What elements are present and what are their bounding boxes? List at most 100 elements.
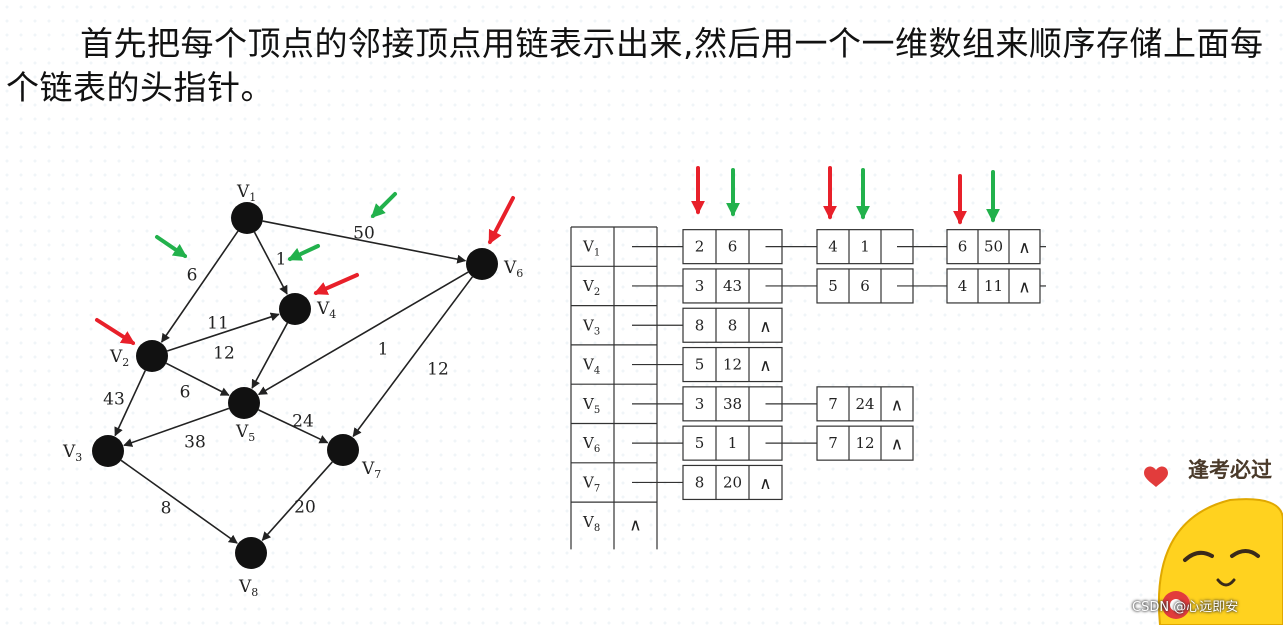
red-arrow-icon: [95, 318, 136, 345]
edge-v5-v7: [258, 409, 329, 444]
vertex-label: V2: [109, 347, 129, 369]
weight-value: 8: [728, 316, 738, 334]
edge-weight-label: 38: [184, 433, 206, 453]
adjvex-value: 2: [695, 238, 705, 256]
edge-v3-v8: [120, 459, 238, 544]
edge-node: 8 8 ∧: [682, 307, 783, 343]
head-vertex-label: V6: [582, 434, 600, 455]
edge-v2-v3: [114, 370, 147, 437]
vertex-v4: [279, 293, 311, 325]
vertex-v5: [228, 387, 260, 419]
null-pointer-symbol: ∧: [759, 356, 771, 376]
head-vertex-label: V5: [582, 395, 600, 416]
null-pointer-symbol: ∧: [891, 395, 903, 415]
edge-v1-v6: [262, 220, 467, 264]
edge-v6-v7: [352, 276, 474, 438]
edge-node: 3 43: [682, 268, 783, 304]
edge-weight-label: 11: [207, 314, 229, 334]
red-arrow-icon: [313, 273, 359, 295]
adjvex-value: 5: [695, 356, 705, 374]
head-vertex-label: V7: [582, 473, 600, 494]
adjvex-value: 3: [695, 277, 705, 295]
adjvex-value: 5: [828, 277, 838, 295]
null-pointer-symbol: ∧: [759, 317, 771, 337]
head-vertex-label: V8: [582, 513, 600, 534]
head-vertex-label: V2: [582, 277, 600, 298]
vertex-v1: [231, 202, 263, 234]
edge-v7-v8: [261, 461, 333, 541]
null-pointer-symbol: ∧: [759, 474, 771, 494]
edge-weight-label: 43: [103, 390, 125, 410]
watermark-brand: 逢考必过: [1188, 458, 1272, 482]
red-arrow-icon: [488, 196, 515, 245]
vertex-label: V3: [62, 442, 82, 464]
vertex-v2: [136, 340, 168, 372]
edge-v1-v2: [160, 230, 239, 343]
vertex-v3: [92, 435, 124, 467]
edge-weight-label: 24: [292, 412, 314, 432]
weight-value: 6: [860, 277, 870, 295]
vertex-label: V5: [235, 422, 255, 444]
adjvex-value: 4: [958, 277, 968, 295]
edge-weight-label: 12: [427, 360, 449, 380]
weight-value: 43: [723, 277, 742, 295]
edge-weight-label: 8: [161, 499, 172, 519]
green-arrow-icon: [287, 244, 320, 261]
vertex-label: V7: [361, 459, 381, 481]
green-arrow-icon: [155, 235, 188, 258]
weight-value: 50: [984, 238, 1003, 256]
heart-icon: [1144, 466, 1168, 487]
adjvex-value: 6: [958, 238, 968, 256]
vertex-v6: [466, 248, 498, 280]
head-vertex-label: V4: [582, 356, 600, 377]
vertex-label: V8: [238, 577, 258, 599]
watermark-credit: CSDN @心远即安: [1132, 600, 1239, 615]
adjvex-value: 7: [828, 434, 838, 452]
edge-weight-label: 6: [187, 266, 198, 286]
edge-weight-label: 12: [213, 344, 235, 364]
edge-v6-v5: [257, 271, 469, 396]
edge-weight-label: 20: [294, 498, 316, 518]
weight-value: 12: [855, 434, 874, 452]
weight-value: 1: [728, 434, 738, 452]
weight-value: 6: [728, 238, 738, 256]
head-vertex-label: V3: [582, 316, 600, 337]
null-pointer-symbol: ∧: [1018, 238, 1030, 258]
edge-weight-label: 1: [276, 250, 287, 270]
vertex-label: V4: [316, 299, 336, 321]
mascot-sticker: [1157, 498, 1283, 625]
edge-v1-v4: [253, 231, 288, 295]
vertex-label: V6: [503, 258, 523, 280]
caption-text: 首先把每个顶点的邻接顶点用链表示出来,然后用一个一维数组来顺序存储上面每个链表的…: [6, 24, 1264, 107]
null-pointer-symbol: ∧: [891, 435, 903, 455]
adjvex-value: 3: [695, 395, 705, 413]
weight-value: 24: [855, 395, 874, 413]
adjvex-value: 8: [695, 316, 705, 334]
vertex-v8: [235, 537, 267, 569]
edge-v2-v5: [165, 362, 230, 396]
weight-value: 12: [723, 356, 742, 374]
edge-node: 6 50 ∧: [946, 229, 1046, 265]
edge-weight-label: 50: [353, 224, 375, 244]
edge-node: 5 12 ∧: [682, 346, 783, 383]
green-arrow-icon: [371, 192, 397, 218]
adjvex-value: 5: [695, 434, 705, 452]
head-vertex-label: V1: [582, 238, 600, 259]
adjvex-value: 8: [695, 473, 705, 491]
weight-value: 38: [723, 395, 742, 413]
vertex-v7: [327, 434, 359, 466]
weight-value: 1: [860, 238, 870, 256]
vertex-label: V1: [236, 182, 256, 204]
edge-weight-label: 6: [180, 383, 191, 403]
null-pointer-symbol: ∧: [1018, 277, 1030, 297]
edge-node: 8 20 ∧: [682, 464, 783, 501]
edge-v4-v5: [251, 322, 289, 389]
edge-node: 7 12 ∧: [816, 425, 914, 461]
edge-weight-label: 1: [378, 340, 389, 360]
edge-v2-v4: [166, 312, 280, 352]
weight-value: 20: [723, 473, 742, 491]
